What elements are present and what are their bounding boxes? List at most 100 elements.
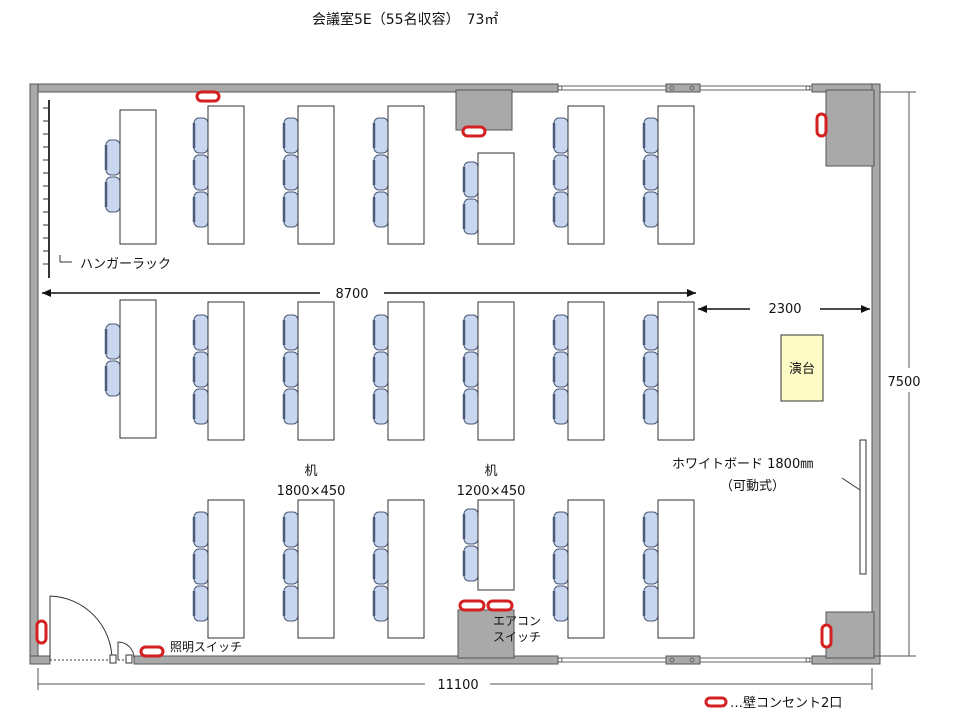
outlet	[139, 645, 165, 658]
chair	[193, 154, 209, 191]
chair	[193, 191, 209, 228]
chair	[643, 351, 659, 388]
dimension-7500	[880, 91, 916, 657]
chair	[643, 548, 659, 585]
chair	[193, 314, 209, 351]
dimension-11100	[37, 668, 873, 690]
windows	[557, 85, 812, 663]
aircon-switch-label-1: エアコン	[493, 614, 541, 628]
chair	[373, 548, 389, 585]
chair	[283, 511, 299, 548]
chair	[553, 191, 569, 228]
desk	[567, 499, 605, 639]
desks-and-chairs	[104, 105, 695, 639]
chair	[553, 388, 569, 425]
chair	[373, 388, 389, 425]
podium-label: 演台	[789, 361, 815, 377]
desk	[567, 301, 605, 441]
chair	[643, 191, 659, 228]
chair	[283, 314, 299, 351]
desk	[119, 299, 157, 439]
chair	[553, 154, 569, 191]
chair	[283, 191, 299, 228]
chair	[463, 508, 479, 545]
desk	[119, 109, 157, 245]
chair	[643, 585, 659, 622]
walls	[29, 83, 881, 665]
chair	[463, 161, 479, 198]
desk	[387, 105, 425, 245]
dimension-8700-label: 8700	[335, 287, 368, 302]
chair	[373, 191, 389, 228]
chair	[105, 139, 121, 176]
desk	[207, 301, 245, 441]
chair	[553, 314, 569, 351]
chair	[643, 154, 659, 191]
light-switch-label: 照明スイッチ	[170, 640, 242, 654]
podium	[780, 334, 824, 402]
chair	[105, 323, 121, 360]
legend-label: …壁コンセント2口	[730, 696, 842, 711]
chair	[193, 548, 209, 585]
outlet	[486, 599, 514, 612]
chair	[553, 548, 569, 585]
chair	[193, 351, 209, 388]
chair	[373, 511, 389, 548]
desk	[657, 301, 695, 441]
desk	[657, 105, 695, 245]
chair	[193, 585, 209, 622]
desk	[477, 499, 515, 591]
whiteboard-note: （可動式）	[720, 479, 785, 494]
chair	[643, 388, 659, 425]
desk-small-label: 机	[484, 464, 497, 479]
desk-large-label: 机	[304, 464, 317, 479]
desk	[387, 301, 425, 441]
dimension-2300-label: 2300	[768, 302, 801, 317]
dimension-7500-label: 7500	[887, 375, 920, 390]
chair	[373, 154, 389, 191]
chair	[463, 388, 479, 425]
desk-large-size: 1800×450	[277, 484, 346, 499]
chair	[193, 117, 209, 154]
aircon-switch-label-2: スイッチ	[493, 630, 541, 644]
desk	[657, 499, 695, 639]
chair	[283, 351, 299, 388]
outlet	[820, 623, 833, 649]
desk	[207, 105, 245, 245]
chair	[373, 314, 389, 351]
chair	[553, 585, 569, 622]
outlet	[195, 90, 221, 103]
whiteboard	[859, 439, 867, 575]
chair	[643, 511, 659, 548]
desk	[567, 105, 605, 245]
chair	[283, 388, 299, 425]
chair	[553, 511, 569, 548]
dimension-11100-label: 11100	[437, 678, 478, 693]
chair	[463, 351, 479, 388]
outlet	[461, 125, 487, 138]
chair	[283, 585, 299, 622]
chair	[105, 176, 121, 213]
chair	[553, 117, 569, 154]
desk	[207, 499, 245, 639]
chair	[373, 585, 389, 622]
desk	[387, 499, 425, 639]
chair	[193, 388, 209, 425]
chair	[553, 351, 569, 388]
chair	[463, 314, 479, 351]
page-title: 会議室5E（55名収容） 73㎡	[312, 11, 498, 28]
chair	[283, 117, 299, 154]
chair	[283, 548, 299, 585]
desk	[297, 301, 335, 441]
wall-outlets	[35, 90, 833, 708]
chair	[373, 351, 389, 388]
chair	[373, 117, 389, 154]
legend-outlet-icon	[704, 696, 728, 708]
chair	[463, 198, 479, 235]
chair	[643, 314, 659, 351]
outlet	[458, 599, 486, 612]
desk	[297, 105, 335, 245]
desk	[477, 152, 515, 245]
whiteboard-label: ホワイトボード 1800㎜	[672, 457, 813, 472]
